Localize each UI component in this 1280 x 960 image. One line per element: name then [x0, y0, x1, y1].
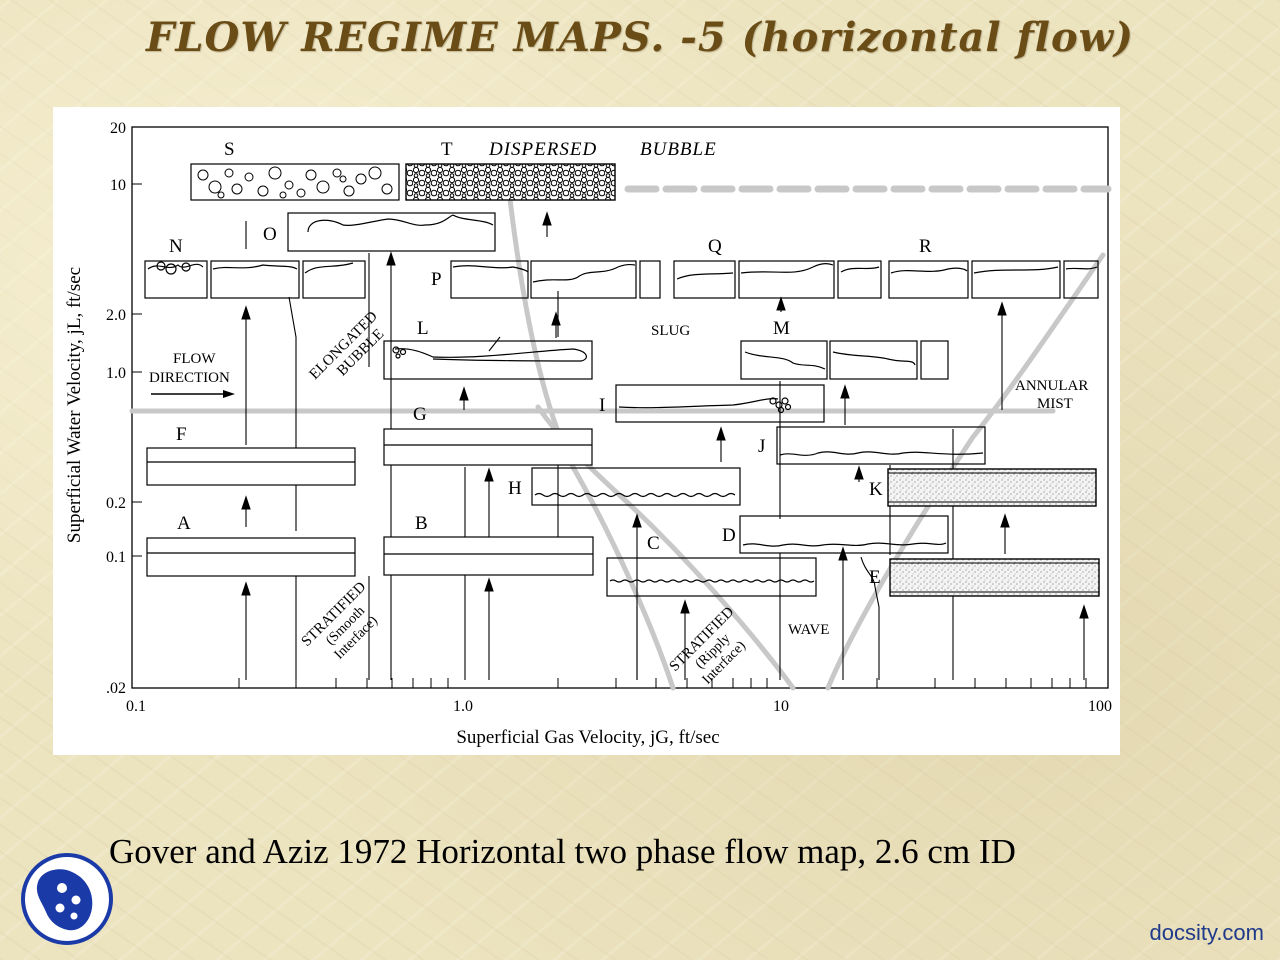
y-tick-0-1: 0.1 — [106, 549, 126, 566]
x-axis-ticks: 0.1 1.0 10 100 — [126, 698, 1112, 715]
panel-i — [615, 384, 825, 423]
label-bubble: BUBBLE — [640, 139, 717, 160]
letter-q: Q — [708, 236, 722, 257]
label-mist: MIST — [1037, 396, 1073, 412]
y-tick-20: 20 — [110, 120, 126, 137]
letter-e: E — [869, 567, 881, 588]
panel-s-bubbles — [197, 166, 393, 199]
panel-b — [383, 536, 594, 576]
panel-o — [287, 212, 496, 252]
x-tick-10: 10 — [773, 698, 789, 715]
letter-i: I — [599, 395, 605, 416]
letter-s: S — [224, 139, 235, 160]
panel-l — [383, 340, 593, 380]
slide-title: FLOW REGIME MAPS. -5 (horizontal flow) — [146, 14, 1134, 61]
panel-d — [739, 515, 949, 554]
flow-arrows — [241, 211, 1089, 680]
regime-boundaries — [129, 185, 1112, 691]
label-slug: SLUG — [651, 323, 690, 339]
letter-c: C — [647, 533, 660, 554]
letter-g: G — [413, 404, 427, 425]
panel-r — [888, 260, 1099, 299]
letter-j: J — [758, 436, 765, 457]
letter-b: B — [415, 513, 428, 534]
panel-a — [146, 537, 356, 577]
letter-h: H — [508, 478, 522, 499]
letter-l: L — [417, 318, 429, 339]
panel-j — [776, 426, 986, 465]
x-tick-1: 1.0 — [453, 698, 473, 715]
letter-f: F — [176, 424, 187, 445]
letter-m: M — [773, 318, 790, 339]
y-tick-0-02: .02 — [106, 680, 126, 697]
region-labels: DISPERSED BUBBLE SLUG FLOW DIRECTION ANN… — [149, 139, 1088, 688]
panel-c — [606, 557, 817, 597]
x-tick-marks — [238, 678, 1087, 688]
letter-d: D — [722, 525, 736, 546]
plot-frame — [131, 126, 1109, 689]
y-axis-label: Superficial Water Velocity, jL, ft/sec — [64, 267, 85, 543]
x-tick-0-1: 0.1 — [126, 698, 146, 715]
panel-g — [383, 428, 593, 466]
panel-t — [405, 163, 616, 201]
y-axis-ticks: 20 10 2.0 1.0 0.2 0.1 .02 — [106, 120, 126, 697]
panel-k — [887, 468, 1097, 507]
letter-r: R — [919, 236, 932, 257]
label-dispersed: DISPERSED — [488, 139, 597, 160]
panel-f — [146, 447, 356, 486]
boundary-lines — [288, 253, 954, 680]
panel-m — [740, 340, 949, 380]
y-tick-1: 1.0 — [106, 365, 126, 382]
panel-s — [190, 163, 400, 201]
letter-p: P — [431, 269, 442, 290]
y-tick-10: 10 — [110, 177, 126, 194]
slide-caption: Gover and Aziz 1972 Horizontal two phase… — [109, 832, 1016, 871]
letter-k: K — [869, 479, 883, 500]
docsity-logo-icon — [20, 852, 114, 946]
panel-e — [889, 558, 1100, 597]
flow-regime-map-figure: 20 10 2.0 1.0 0.2 0.1 .02 0.1 1.0 10 100… — [53, 107, 1120, 755]
label-flow: FLOW — [173, 351, 216, 367]
y-tick-marks — [132, 126, 142, 557]
letter-n: N — [169, 236, 183, 257]
panel-q — [673, 260, 882, 299]
panel-n — [144, 260, 366, 299]
letter-t: T — [441, 139, 453, 160]
label-direction: DIRECTION — [149, 370, 230, 386]
x-axis-label: Superficial Gas Velocity, jG, ft/sec — [456, 727, 719, 748]
docsity-brand-link[interactable]: docsity.com — [1149, 920, 1264, 945]
x-tick-100: 100 — [1088, 698, 1112, 715]
flow-direction-arrowhead — [223, 390, 235, 398]
panel-letters: S T N O P Q R L M F G I J H K A B C D E — [169, 139, 932, 588]
label-wave: WAVE — [788, 622, 829, 638]
y-tick-0-2: 0.2 — [106, 495, 126, 512]
panel-p — [450, 260, 661, 299]
y-tick-2: 2.0 — [106, 307, 126, 324]
panel-h — [531, 467, 741, 506]
letter-a: A — [177, 513, 191, 534]
label-annular: ANNULAR — [1015, 378, 1088, 394]
letter-o: O — [263, 224, 277, 245]
